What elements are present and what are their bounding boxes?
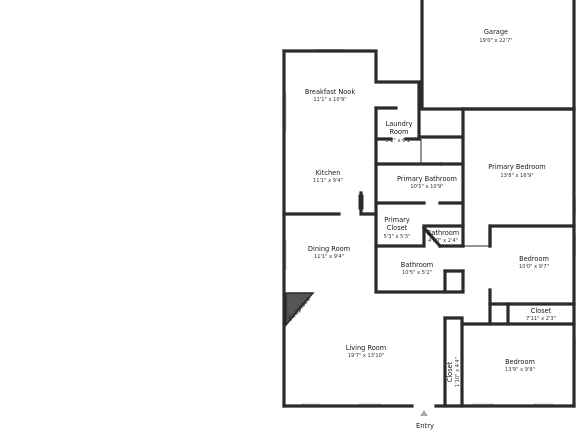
room-dimensions: 19'0" x 22'7": [479, 38, 512, 44]
wall: [506, 302, 576, 326]
counter: [358, 194, 364, 210]
room-dimensions: 5'3" x 5'3": [384, 234, 411, 240]
wall: [421, 225, 443, 249]
room-name: Dining Room: [308, 245, 350, 253]
room-bedroom-2: Bedroom 13'9" x 9'8": [505, 358, 535, 373]
room-name: Bathroom: [427, 229, 459, 237]
room-small-bathroom: Bathroom 4'10" x 2'4": [427, 229, 459, 244]
wall: [420, 0, 576, 111]
room-dimensions: 11'1" x 10'9": [313, 97, 346, 103]
room-dimensions: 10'5" x 5'2": [402, 270, 432, 276]
room-name: Closet: [446, 361, 454, 382]
room-garage: Garage 19'0" x 22'7": [479, 28, 512, 44]
entry-marker: Entry: [416, 410, 434, 430]
room-name: Garage: [484, 28, 508, 36]
room-living: Living Room 19'7" x 13'10": [346, 344, 386, 359]
room-kitchen: Kitchen 11'1" x 9'4": [313, 169, 343, 184]
fireplace-outline: [285, 292, 315, 328]
room-labels: Garage 19'0" x 22'7" Breakfast Nook 11'1…: [305, 28, 556, 387]
room-bathroom: Bathroom 10'5" x 5'2": [401, 261, 433, 276]
room-closet-2: Closet 1'10" x 4'4": [446, 357, 461, 387]
room-dimensions: 19'7" x 13'10": [348, 353, 384, 359]
room-name: Bedroom: [519, 255, 549, 263]
wall: [374, 201, 426, 248]
room-dimensions: 13'8" x 16'9": [500, 173, 533, 179]
room-name: Kitchen: [316, 169, 341, 177]
wall: [488, 288, 510, 326]
room-dining: Dining Room 11'1" x 9'4": [308, 245, 350, 260]
room-primary-bathroom: Primary Bathroom 10'5" x 10'9": [397, 175, 457, 190]
room-dimensions: 11'1" x 9'4": [313, 178, 343, 184]
room-dimensions: 7'11" x 2'3": [526, 316, 556, 322]
room-name: Primary Bedroom: [488, 163, 545, 171]
room-dimensions: 4'10" x 2'4": [428, 238, 458, 244]
room-name: Breakfast Nook: [305, 88, 355, 96]
wall: [359, 191, 378, 216]
room-dimensions: 11'1" x 9'4": [314, 254, 344, 260]
wall: [374, 244, 465, 294]
wall: [404, 135, 465, 141]
fireplace: Fireplace: [285, 292, 315, 328]
room-bedroom-1: Bedroom 10'0" x 9'7": [519, 255, 549, 270]
room-dimensions: 1'10" x 4'4": [455, 357, 461, 387]
room-closet-1: Closet 7'11" x 2'3": [526, 307, 556, 322]
walls: [282, 0, 576, 408]
room-breakfast-nook: Breakfast Nook 11'1" x 10'9": [305, 88, 355, 103]
room-name: Primary Bathroom: [397, 175, 457, 183]
wall: [443, 316, 464, 408]
wall: [282, 49, 421, 139]
room-dimensions: 5'2" x 6'1": [386, 138, 413, 144]
room-dimensions: 10'0" x 9'7": [519, 264, 549, 270]
wall: [461, 107, 576, 408]
room-name: Living Room: [346, 344, 386, 352]
entry-arrow-icon: [420, 410, 428, 416]
room-name: Bathroom: [401, 261, 433, 269]
room-dimensions: 10'5" x 10'9": [410, 184, 443, 190]
room-primary-bedroom: Primary Bedroom 13'8" x 16'9": [488, 163, 545, 179]
room-name: Bedroom: [505, 358, 535, 366]
entry-label: Entry: [416, 422, 434, 430]
detail-lines: [358, 139, 490, 247]
room-name: Closet: [531, 307, 552, 315]
room-dimensions: 13'9" x 9'8": [505, 367, 535, 373]
